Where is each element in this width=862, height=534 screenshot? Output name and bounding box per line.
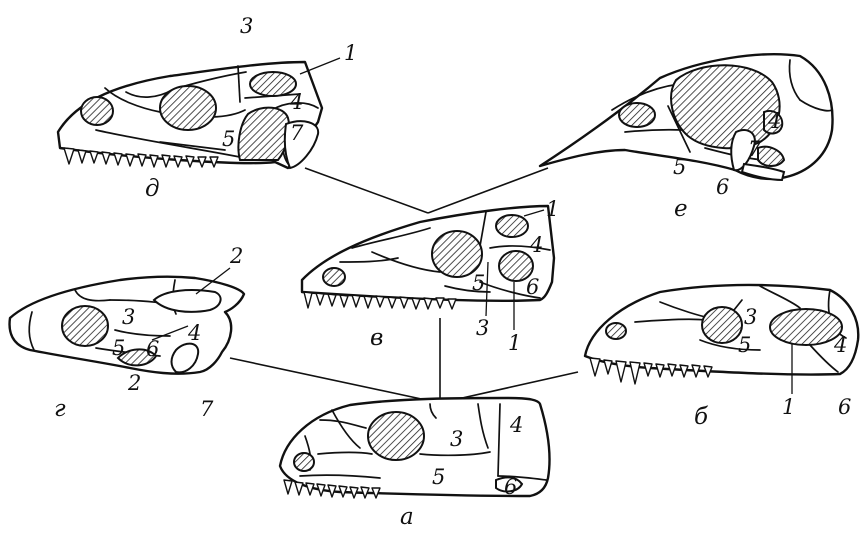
skull-a-nostril	[294, 453, 314, 471]
skull-b-temporal-fenestra	[770, 309, 842, 345]
skull-g-label-3: 3	[122, 305, 135, 329]
skull-e-label-7: 7	[748, 137, 762, 161]
skull-d-label-7: 7	[290, 121, 304, 145]
skull-e-orbit	[671, 65, 780, 148]
skull-b: 3 5 4 1 6 б	[585, 285, 858, 430]
connector-g-to-a	[230, 358, 440, 403]
skull-d: 1 3 4 5 7 д	[58, 14, 357, 202]
skull-g-label-4: 4	[187, 321, 201, 345]
skull-g-caption: г	[54, 396, 66, 422]
skull-a-label-4: 4	[509, 413, 523, 437]
skull-d-label-5: 5	[222, 127, 235, 151]
skull-e-nostril	[619, 103, 655, 127]
skull-g: 2 3 4 5 6 2 7 г	[10, 244, 244, 422]
skull-b-nostril	[606, 323, 626, 339]
skull-e-label-5: 5	[673, 155, 686, 179]
skull-a-label-6: 6	[504, 475, 517, 499]
skull-a-label-5: 5	[432, 465, 445, 489]
skull-e-caption: е	[674, 196, 688, 222]
skull-v-label-5: 5	[472, 271, 485, 295]
skull-g-label-7: 7	[200, 397, 214, 421]
skull-v-label-6: 6	[526, 275, 539, 299]
skull-v-upper-fenestra	[496, 215, 528, 237]
skull-v-nostril	[323, 268, 345, 286]
skull-b-label-3: 3	[744, 305, 757, 329]
skull-g-label-2-bottom: 2	[127, 371, 141, 395]
skull-a: 3 4 5 6 а	[280, 398, 550, 530]
skull-b-orbit	[702, 307, 742, 343]
skull-b-label-6: 6	[838, 395, 851, 419]
skull-v-label-3: 3	[476, 316, 489, 340]
skull-d-lower-fenestra	[238, 108, 289, 160]
skull-b-caption: б	[694, 404, 709, 430]
skull-d-label-3: 3	[240, 14, 253, 38]
connector-d-to-v	[305, 168, 428, 213]
skull-d-caption: д	[145, 176, 160, 202]
skull-a-orbit	[368, 412, 424, 460]
skull-d-label-4: 4	[289, 90, 303, 114]
skull-g-label-2-top: 2	[229, 244, 243, 268]
skull-v-caption: в	[370, 325, 383, 351]
skull-e-label-6: 6	[716, 175, 729, 199]
skull-v: 1 4 5 6 3 1 в	[302, 197, 559, 355]
skull-b-label-4: 4	[833, 333, 847, 357]
skull-g-label-6: 6	[146, 337, 159, 361]
skull-a-caption: а	[400, 504, 414, 530]
skull-e: 4 5 6 7 е	[540, 54, 833, 222]
skull-g-orbit	[62, 306, 108, 346]
skull-a-label-3: 3	[450, 427, 463, 451]
skull-b-label-1: 1	[782, 395, 795, 419]
skull-v-label-1-bottom: 1	[508, 331, 521, 355]
skull-d-label-1: 1	[344, 41, 357, 65]
skull-b-label-5: 5	[738, 333, 751, 357]
skull-d-orbit	[160, 86, 216, 130]
skull-v-label-1-top: 1	[546, 197, 559, 221]
skull-d-nostril	[81, 97, 113, 125]
skull-g-label-5: 5	[112, 336, 125, 360]
skull-v-label-4: 4	[529, 233, 543, 257]
skull-e-label-4: 4	[767, 109, 781, 133]
